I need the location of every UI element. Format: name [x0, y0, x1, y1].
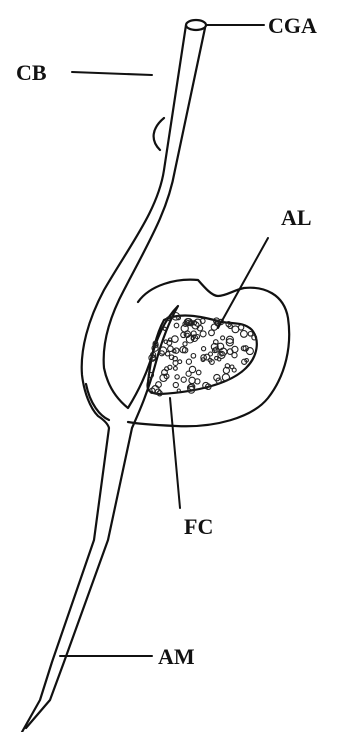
granule: [174, 367, 178, 371]
granule: [232, 368, 236, 372]
granule: [175, 375, 179, 379]
label-fc: FC: [184, 514, 213, 539]
granule: [183, 342, 187, 346]
label-al: AL: [281, 205, 312, 230]
granule: [209, 330, 215, 336]
granule: [173, 382, 178, 387]
granule: [200, 331, 206, 337]
leader-fc: [170, 398, 180, 508]
leader-al: [218, 238, 268, 328]
label-am: AM: [158, 644, 195, 669]
canal-opening: [186, 20, 206, 30]
granule: [191, 354, 196, 359]
granule: [181, 377, 186, 382]
granule: [177, 389, 180, 392]
granule: [241, 331, 248, 338]
granule: [163, 327, 166, 330]
granule: [215, 356, 218, 359]
granule: [165, 352, 169, 356]
granule: [232, 346, 238, 352]
granule: [174, 323, 179, 328]
granule: [178, 360, 182, 364]
granule: [232, 326, 239, 333]
label-cb: CB: [16, 60, 47, 85]
canal-outer-wall: [22, 25, 186, 732]
label-cga: CGA: [268, 13, 317, 38]
granule: [196, 370, 201, 375]
granule: [221, 336, 225, 340]
canal-inner-wall: [26, 28, 205, 728]
granule: [186, 359, 191, 364]
granule: [191, 337, 194, 340]
granule: [164, 340, 168, 344]
granule: [248, 332, 253, 337]
granule: [186, 371, 191, 376]
granule: [189, 377, 195, 383]
granule: [172, 336, 179, 343]
leader-cb: [72, 72, 152, 75]
canal-bulge: [154, 118, 164, 150]
granule: [202, 347, 206, 351]
granule: [220, 353, 224, 357]
